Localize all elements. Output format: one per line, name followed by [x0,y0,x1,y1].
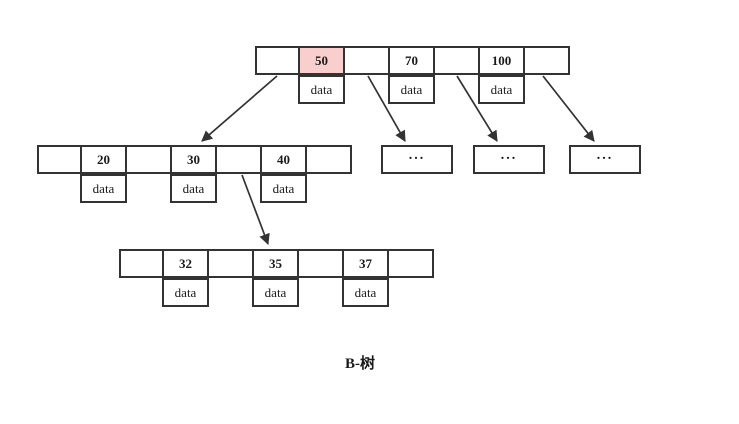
data-box: data [298,75,345,104]
key-cell: 30 data [170,145,217,203]
data-label: data [310,82,333,97]
pointer-cell [389,249,434,278]
btree-node-internal-left: 20 data 30 data 40 data [37,145,352,203]
data-label: data [272,181,295,196]
edge-root-to-ellipsis-3 [542,75,595,142]
diagram-title: B-树 [344,356,375,372]
btree-node-ellipsis-1: ... [381,145,453,174]
pointer-cell [299,249,344,278]
key-cell-highlighted: 50 data [298,46,345,104]
data-box: data [80,174,127,203]
key-cell: 37 data [342,249,389,307]
key-label: 37 [359,256,372,271]
data-label: data [182,181,205,196]
data-label: data [92,181,115,196]
key-cell: 40 data [260,145,307,203]
edge-root-to-internal-left [201,75,278,142]
data-box: data [170,174,217,203]
key-label: 35 [269,256,282,271]
pointer-cell [435,46,480,75]
data-box: data [478,75,525,104]
data-box: data [388,75,435,104]
ellipsis-label: ... [500,147,518,163]
data-box: data [162,278,209,307]
data-label: data [400,82,423,97]
key-label: 70 [405,53,418,68]
data-label: data [264,285,287,300]
btree-node-ellipsis-2: ... [473,145,545,174]
key-label: 40 [277,152,290,167]
ellipsis-label: ... [596,147,614,163]
data-box: data [342,278,389,307]
key-label: 100 [491,53,512,68]
pointer-cell [209,249,254,278]
ellipsis-label: ... [408,147,426,163]
data-label: data [174,285,197,300]
pointer-cell [119,249,164,278]
pointer-cell [307,145,352,174]
pointer-cell [217,145,262,174]
key-label: 30 [187,152,200,167]
key-cell: 35 data [252,249,299,307]
pointer-cell [37,145,82,174]
btree-node-root: 50 data 70 data 100 data [255,46,570,104]
key-label: 32 [179,256,192,271]
data-label: data [354,285,377,300]
pointer-cell [345,46,390,75]
pointer-cell [525,46,570,75]
key-cell: 100 data [478,46,525,104]
key-cell: 20 data [80,145,127,203]
btree-node-leaf: 32 data 35 data 37 data [119,249,434,307]
key-label: 50 [315,53,328,68]
key-label: 20 [97,152,110,167]
pointer-cell [127,145,172,174]
data-box: data [252,278,299,307]
data-box: data [260,174,307,203]
key-cell: 32 data [162,249,209,307]
pointer-cell [255,46,300,75]
key-cell: 70 data [388,46,435,104]
btree-node-ellipsis-3: ... [569,145,641,174]
data-label: data [490,82,513,97]
